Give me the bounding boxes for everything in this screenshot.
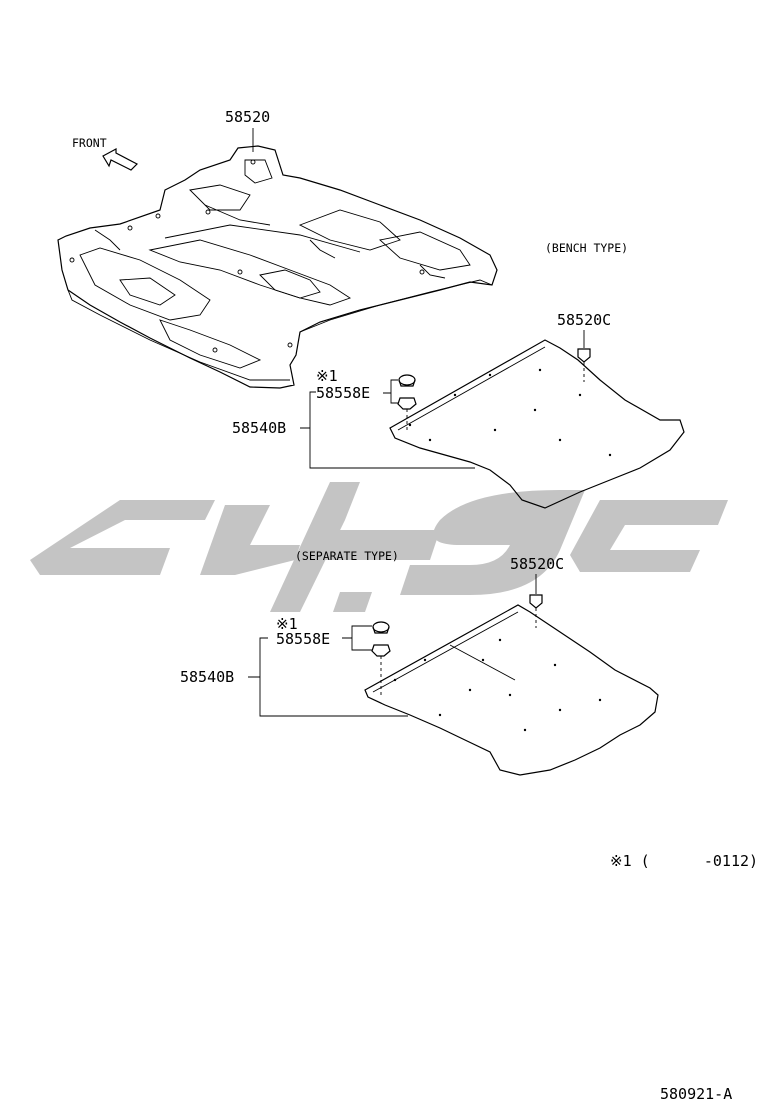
note-mark-separate: ※1 xyxy=(276,615,298,633)
note-mark-bench: ※1 xyxy=(316,367,338,385)
bench-rear-mat-drawing xyxy=(300,330,685,509)
part-number-bench-58520c: 58520C xyxy=(557,311,611,329)
logo-watermark xyxy=(30,482,728,612)
footnote: ※1 ( -0112) xyxy=(610,852,758,870)
bench-type-label: (BENCH TYPE) xyxy=(545,241,628,255)
front-label: FRONT xyxy=(72,136,107,150)
floor-carpet-drawing xyxy=(57,128,498,389)
part-number-bench-58558e: 58558E xyxy=(316,384,370,402)
part-number-58520: 58520 xyxy=(225,108,270,126)
separate-rear-mat-drawing xyxy=(248,574,659,776)
part-number-separate-58558e: 58558E xyxy=(276,630,330,648)
separate-type-label: (SEPARATE TYPE) xyxy=(295,549,399,563)
diagram-code: 580921-A xyxy=(660,1085,732,1103)
arrow-up-left-icon xyxy=(102,147,139,171)
part-number-separate-58520c: 58520C xyxy=(510,555,564,573)
part-number-bench-58540b: 58540B xyxy=(232,419,286,437)
part-number-separate-58540b: 58540B xyxy=(180,668,234,686)
